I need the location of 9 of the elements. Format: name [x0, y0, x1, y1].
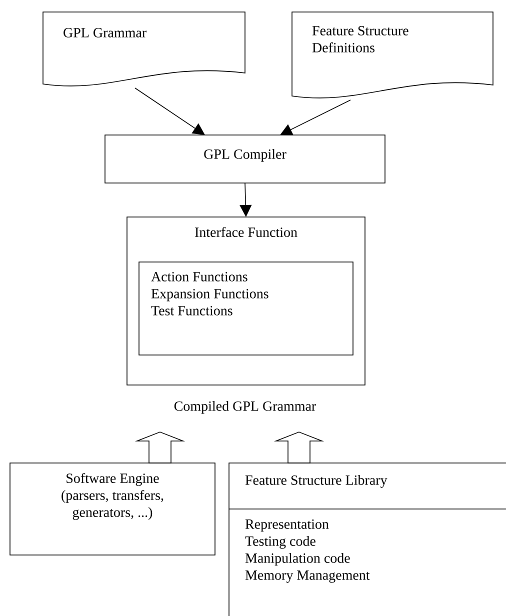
arrow: [134, 88, 205, 135]
process-box: GPL Compiler: [104, 134, 386, 184]
library-box: Feature Structure Library Representation Testing code Manipulation code Memory Management: [228, 462, 506, 616]
arrow: [280, 100, 351, 136]
hollow-arrow: [134, 432, 186, 464]
function-list-box: Action Functions Expansion Functions Test Functions: [138, 262, 354, 356]
output-label: Compiled GPL Grammar: [174, 400, 316, 414]
hollow-arrow: [274, 432, 324, 464]
process-box: Software Engine (parsers, transfers, generators, ...): [10, 462, 216, 556]
